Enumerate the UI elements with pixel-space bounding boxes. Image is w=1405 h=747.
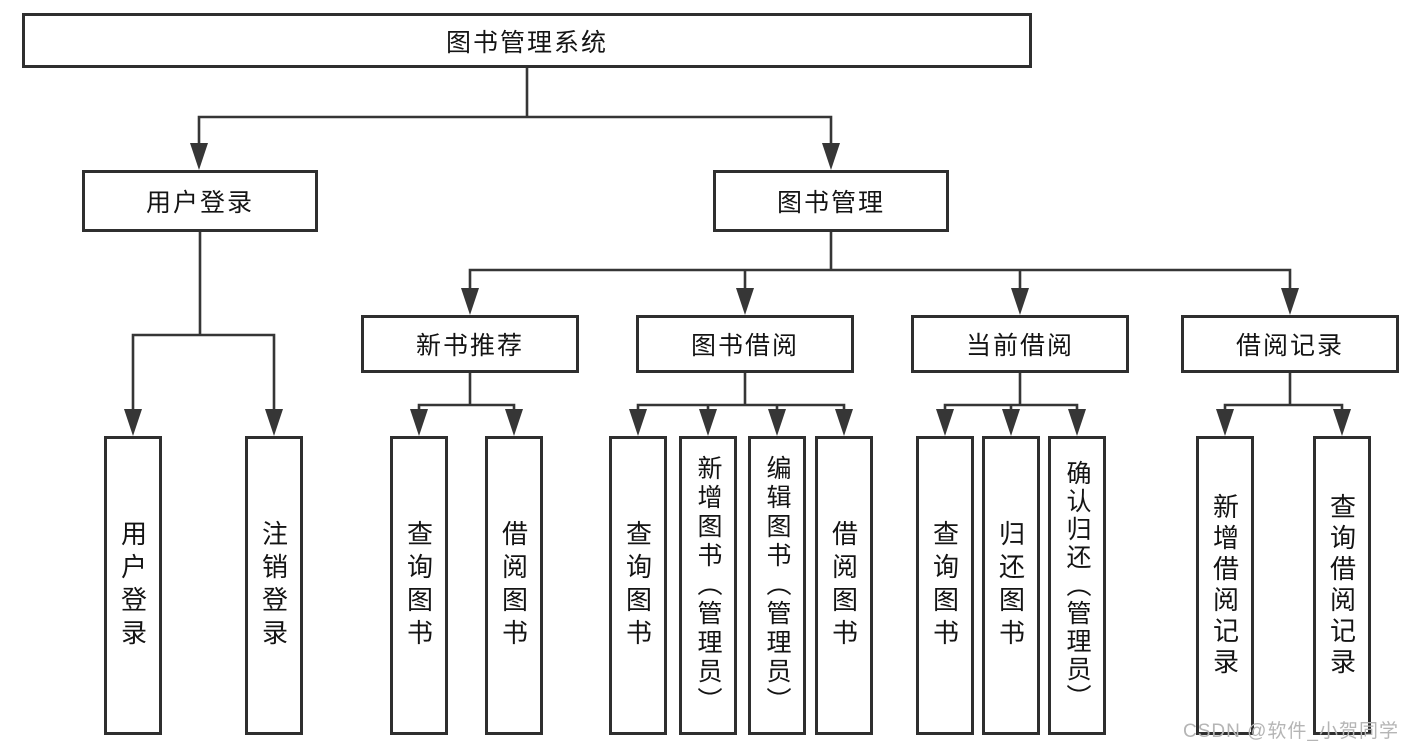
- node-user-login: 用户登录: [82, 170, 318, 232]
- arrowheads: [124, 143, 1351, 436]
- leaf-logout: 注销登录: [245, 436, 303, 735]
- leaf-borrow-books: 借阅图书: [815, 436, 873, 735]
- node-library-system: 图书管理系统: [22, 13, 1032, 68]
- leaf-query-borrow-record: 查询借阅记录: [1313, 436, 1371, 735]
- leaf-return-books: 归还图书: [982, 436, 1040, 735]
- leaf-user-login: 用户登录: [104, 436, 162, 735]
- leaf-add-borrow-record: 新增借阅记录: [1196, 436, 1254, 735]
- leaf-confirm-return-admin: 确认归还（管理员）: [1048, 436, 1106, 735]
- leaf-add-book-admin: 新增图书（管理员）: [679, 436, 737, 735]
- leaf-edit-book-admin: 编辑图书（管理员）: [748, 436, 806, 735]
- node-book-management: 图书管理: [713, 170, 949, 232]
- node-new-book-recommend: 新书推荐: [361, 315, 579, 373]
- leaf-query-books: 查询图书: [916, 436, 974, 735]
- leaf-borrow-books: 借阅图书: [485, 436, 543, 735]
- leaf-query-books: 查询图书: [609, 436, 667, 735]
- leaf-query-books: 查询图书: [390, 436, 448, 735]
- csdn-watermark: CSDN @软件_小贺同学: [1183, 721, 1399, 742]
- node-book-borrowing: 图书借阅: [636, 315, 854, 373]
- node-current-borrowing: 当前借阅: [911, 315, 1129, 373]
- node-borrowing-records: 借阅记录: [1181, 315, 1399, 373]
